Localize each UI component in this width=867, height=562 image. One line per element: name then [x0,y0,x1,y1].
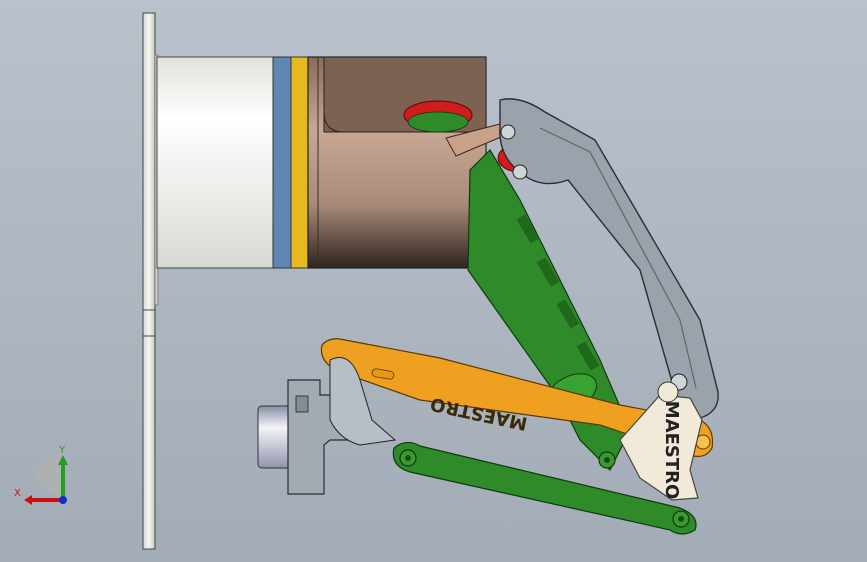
base-plate[interactable] [142,12,159,550]
y-axis-arrowhead [58,455,68,465]
x-axis-label: X [14,488,21,499]
gray-bracket[interactable] [257,357,397,495]
engraved-label-palm: MAESTRO [661,401,682,500]
triad-plane [36,453,63,500]
x-axis-arrowhead [24,495,32,505]
palm-plate[interactable]: MAESTRO [619,381,703,501]
y-axis-label: Y [58,445,66,456]
z-axis-dot [59,496,67,504]
motor-cylinder[interactable] [156,56,309,269]
gear-housing[interactable] [307,56,487,269]
axis-triad: Y X [14,445,68,505]
green-main-arm[interactable] [467,149,631,472]
green-lower-link[interactable] [392,441,697,535]
